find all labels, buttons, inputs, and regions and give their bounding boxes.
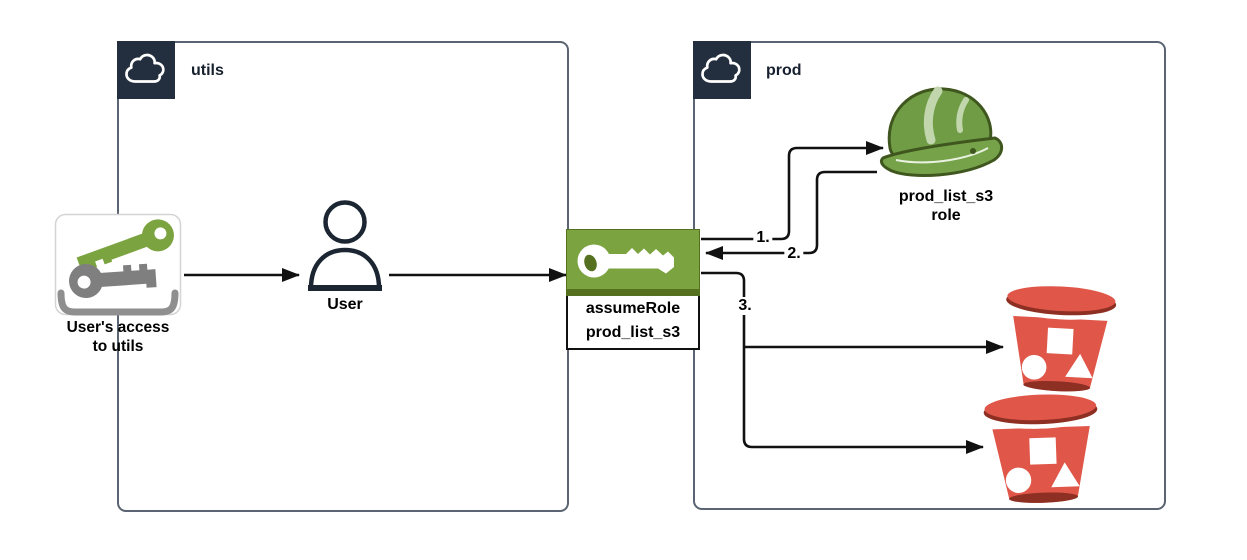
account-label-prod: prod — [766, 62, 802, 79]
access-keys-icon — [54, 213, 182, 316]
assume-role-node: assumeRole prod_list_s3 — [566, 229, 700, 350]
s3-bucket-icon — [974, 388, 1110, 520]
gray-key — [69, 263, 157, 298]
account-label-utils: utils — [191, 62, 224, 79]
green-key — [76, 219, 174, 270]
iam-role-label: prod_list_s3 role — [898, 188, 994, 224]
s3-bucket-icon — [991, 280, 1127, 408]
user-icon — [300, 198, 390, 303]
access-keys-label: User's access to utils — [66, 319, 170, 355]
user-label: User — [327, 296, 363, 313]
assume-role-label: assumeRole prod_list_s3 — [566, 296, 700, 350]
aws-cloud-icon — [117, 41, 175, 99]
step-2-label: 2. — [784, 245, 804, 263]
step-3-label: 3. — [735, 297, 755, 315]
step-1-label: 1. — [753, 229, 773, 247]
aws-cloud-icon — [693, 41, 751, 99]
iam-permissions-key-icon — [566, 229, 700, 296]
iam-role-helmet-icon — [876, 78, 1006, 195]
